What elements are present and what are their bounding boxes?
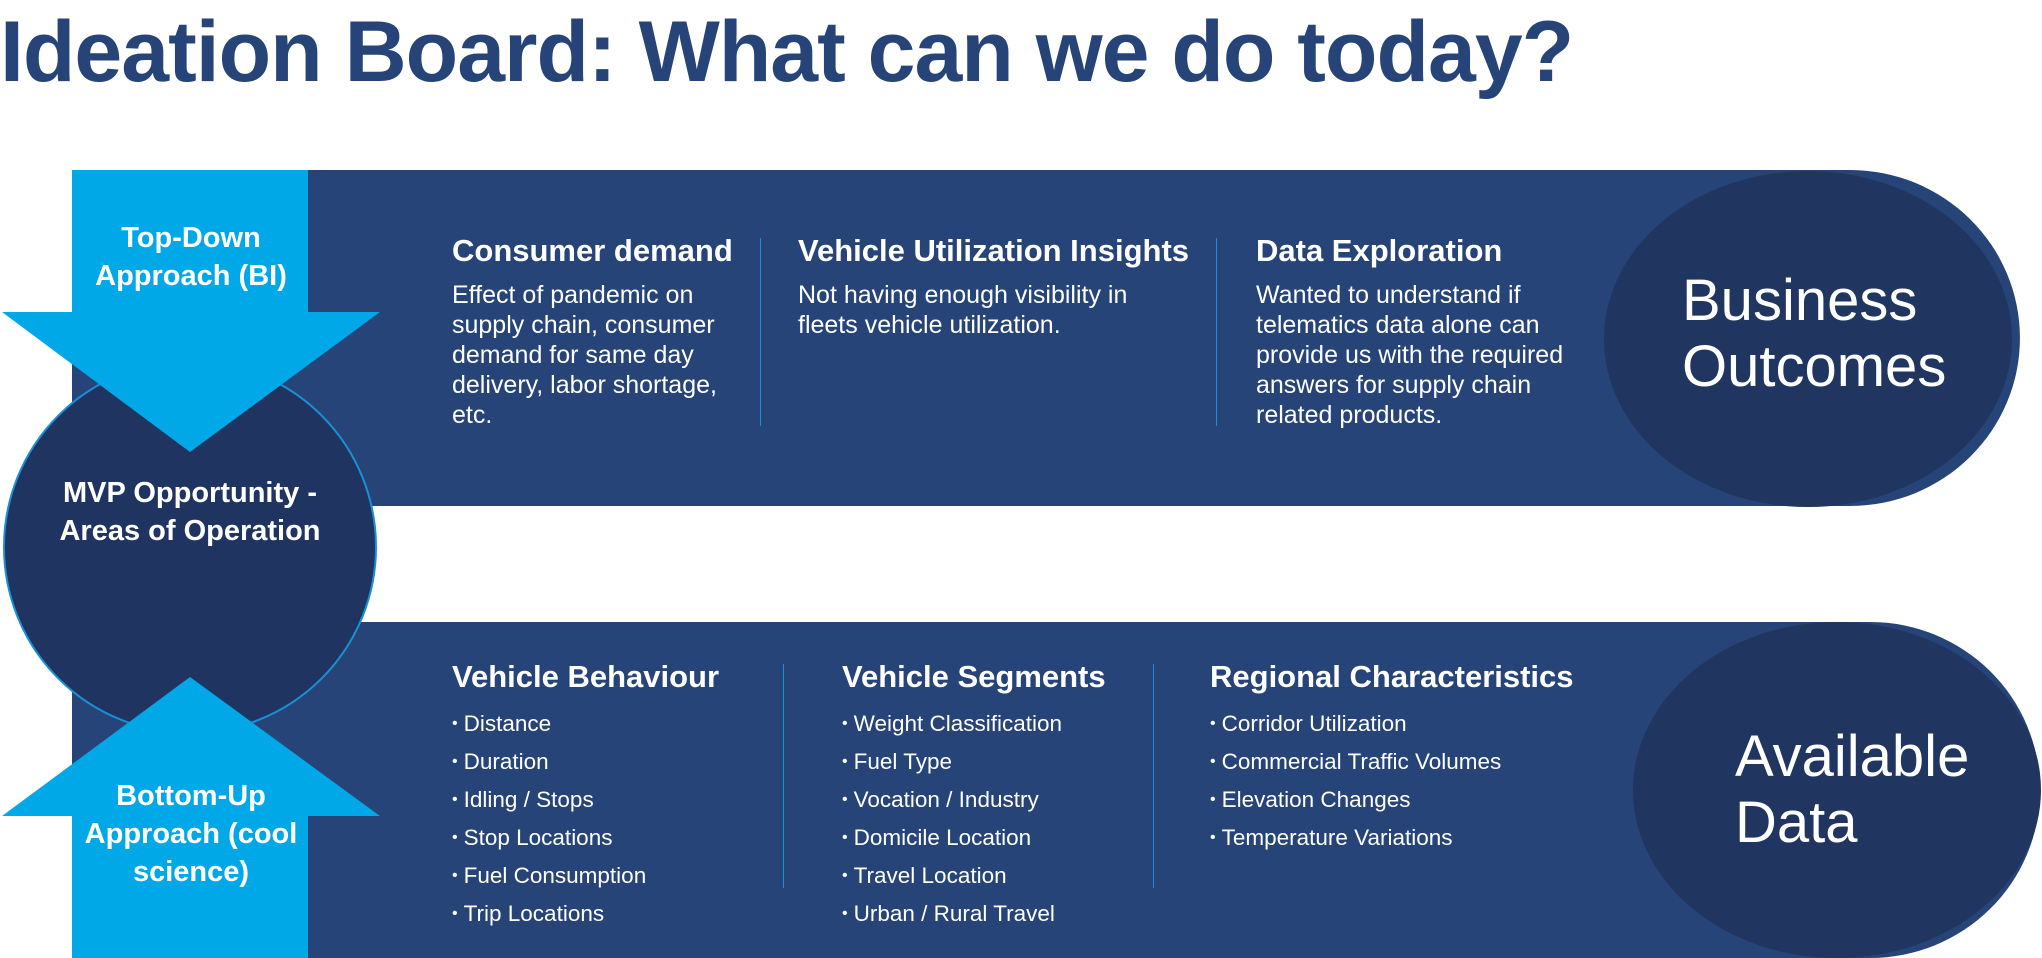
list-item: Trip Locations — [452, 896, 772, 934]
mvp-label: MVP Opportunity - Areas of Operation — [59, 477, 321, 547]
item-list: Corridor Utilization Commercial Traffic … — [1210, 706, 1570, 858]
list-item: Corridor Utilization — [1210, 706, 1570, 744]
column-vehicle-behaviour: Vehicle Behaviour Distance Duration Idli… — [452, 658, 772, 934]
top-down-arrow — [2, 170, 380, 452]
column-vehicle-utilization: Vehicle Utilization Insights Not having … — [798, 232, 1190, 340]
list-item: Duration — [452, 744, 772, 782]
divider — [1216, 238, 1217, 426]
list-item: Distance — [452, 706, 772, 744]
list-item: Temperature Variations — [1210, 820, 1570, 858]
column-consumer-demand: Consumer demand Effect of pandemic on su… — [452, 232, 742, 430]
business-outcomes-oval — [1604, 171, 2012, 507]
column-heading: Vehicle Behaviour — [452, 659, 720, 694]
top-band — [72, 170, 2020, 506]
bottom-up-arrow — [2, 677, 380, 958]
column-text: Not having enough visibility in fleets v… — [798, 281, 1128, 339]
available-data-oval — [1633, 622, 2041, 958]
column-text: Effect of pandemic on supply chain, cons… — [452, 281, 717, 429]
list-item: Commercial Traffic Volumes — [1210, 744, 1570, 782]
list-item: Stop Locations — [452, 820, 772, 858]
business-outcomes-label: Business Outcomes — [1682, 268, 1947, 399]
top-down-label: Top-Down Approach (BI) — [95, 222, 287, 292]
column-heading: Data Exploration — [1256, 233, 1503, 268]
list-item: Urban / Rural Travel — [842, 896, 1142, 934]
divider — [1153, 664, 1154, 888]
list-item: Travel Location — [842, 858, 1142, 896]
available-data-label: Available Data — [1735, 724, 1970, 855]
column-heading: Vehicle Segments — [842, 659, 1106, 694]
list-item: Fuel Consumption — [452, 858, 772, 896]
column-text: Wanted to understand if telematics data … — [1256, 281, 1564, 429]
column-heading: Consumer demand — [452, 233, 733, 268]
list-item: Domicile Location — [842, 820, 1142, 858]
list-item: Fuel Type — [842, 744, 1142, 782]
column-data-exploration: Data Exploration Wanted to understand if… — [1256, 232, 1586, 430]
list-item: Vocation / Industry — [842, 782, 1142, 820]
item-list: Distance Duration Idling / Stops Stop Lo… — [452, 706, 772, 934]
divider — [783, 664, 784, 888]
list-item: Weight Classification — [842, 706, 1142, 744]
page-title: Ideation Board: What can we do today? — [0, 4, 1574, 100]
column-regional-characteristics: Regional Characteristics Corridor Utiliz… — [1210, 658, 1574, 858]
divider — [760, 238, 761, 426]
column-heading: Regional Characteristics — [1210, 659, 1574, 694]
column-vehicle-segments: Vehicle Segments Weight Classification F… — [842, 658, 1142, 934]
item-list: Weight Classification Fuel Type Vocation… — [842, 706, 1142, 934]
bottom-up-label: Bottom-Up Approach (cool science) — [84, 780, 298, 888]
list-item: Elevation Changes — [1210, 782, 1570, 820]
list-item: Idling / Stops — [452, 782, 772, 820]
column-heading: Vehicle Utilization Insights — [798, 233, 1190, 268]
